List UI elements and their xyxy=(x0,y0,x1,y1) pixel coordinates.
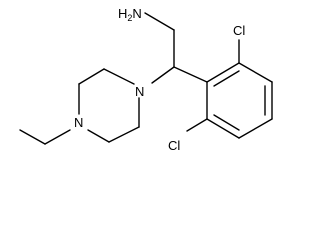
bond-ph-c2-c3 xyxy=(238,62,273,83)
bond-ch-piperazine-n xyxy=(151,66,175,84)
chlorine-bottom-label: Cl xyxy=(168,138,180,153)
bond-ph-c1-c2 xyxy=(206,62,240,83)
bond-ph-c4-c5 xyxy=(238,118,273,139)
bond-c-cl-bottom xyxy=(186,118,208,132)
bond-n-ethyl-ch2 xyxy=(44,129,71,145)
bond-ph-c5-c6 xyxy=(206,118,240,139)
bond-ph-inner-3 xyxy=(213,114,240,131)
bond-ethyl-ch3 xyxy=(19,129,46,145)
bond-ch-phenyl xyxy=(173,66,208,83)
bond-pip-n1-c2 xyxy=(103,68,135,85)
piperazine-n-upper-label: N xyxy=(135,84,144,99)
bond-pip-c5-c6 xyxy=(108,126,140,143)
molecule-diagram: H2N N N Cl Cl xyxy=(19,6,273,153)
bond-n-ch2 xyxy=(144,12,175,31)
molecule-structure: H2N N N Cl Cl xyxy=(19,6,273,153)
amine-label: H2N xyxy=(118,6,142,23)
bond-ph-inner-1 xyxy=(213,70,240,87)
piperazine-n-lower-label: N xyxy=(74,115,83,130)
chlorine-top-label: Cl xyxy=(233,23,245,38)
bond-pip-c2-c3 xyxy=(78,68,105,85)
bond-pip-n4-c5 xyxy=(87,129,110,143)
